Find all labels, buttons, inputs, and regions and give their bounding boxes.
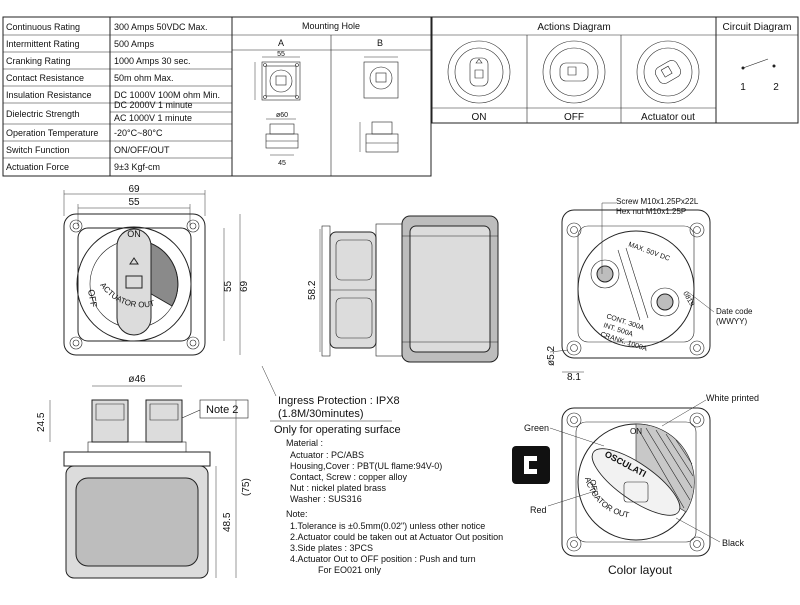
- color-layout-black-label: Black: [722, 538, 745, 548]
- color-layout: ON OFF OSCULATI ACTUATOR OUT Green Red W…: [512, 393, 759, 577]
- circuit-pin-1: 1: [740, 82, 746, 93]
- action-label-actuator-out: Actuator out: [641, 112, 695, 123]
- back-hex-label: Hex nut M10x1.25P: [616, 207, 686, 216]
- brand-logo: [512, 446, 550, 484]
- spec-value-6: -20°C~80°C: [114, 128, 163, 138]
- spec-label-1: Intermittent Rating: [6, 39, 80, 49]
- hole-a-dim-55: 55: [277, 51, 285, 58]
- back-view: MAX. 50V DC CONT. 300A INT. 500A CRANK. …: [546, 197, 753, 383]
- back-max-rating: MAX. 50V DC: [627, 241, 670, 262]
- spec-label-3: Contact Resistance: [6, 73, 84, 83]
- material-item-3: Nut : nickel plated brass: [290, 483, 387, 493]
- spec-value-8: 9±3 Kgf-cm: [114, 162, 160, 172]
- mounting-hole-col-b: B: [377, 38, 383, 48]
- front-dim-69v: 69: [239, 280, 250, 292]
- front-on-label: ON: [127, 229, 141, 239]
- spec-value-5: DC 2000V 1 minute: [114, 100, 193, 110]
- spec-value-3: 50m ohm Max.: [114, 73, 174, 83]
- front-off-label: OFF: [86, 289, 99, 309]
- mounting-hole-a-drawing: 55 ø60 45: [254, 51, 301, 167]
- hole-a-dim-45: 45: [278, 160, 286, 167]
- note-item-3: 4.Actuator Out to OFF position : Push an…: [290, 554, 476, 564]
- spec-label-5: Dielectric Strength: [6, 109, 80, 119]
- back-date-code-label: Date code: [716, 307, 753, 316]
- notes-title: Note:: [286, 509, 308, 519]
- material-item-4: Washer : SUS316: [290, 494, 362, 504]
- back-date-format-label: (WWYY): [716, 317, 747, 326]
- back-dim-8-1: 8.1: [567, 372, 581, 383]
- mounting-hole-title: Mounting Hole: [302, 21, 360, 31]
- ingress-line-2: (1.8M/30minutes): [278, 408, 364, 420]
- ingress-block: Ingress Protection : IPX8 (1.8M/30minute…: [261, 365, 401, 436]
- brand-logo-glyph: [524, 456, 537, 474]
- circuit-title: Circuit Diagram: [723, 22, 792, 33]
- side-view: 58.2: [307, 215, 499, 363]
- front-view: 69 55 ON OFF ACTUATOR OUT 55 69: [63, 184, 250, 356]
- spec-label-8: Actuation Force: [6, 162, 69, 172]
- color-layout-green-label: Green: [524, 423, 549, 433]
- back-date-number: 0819: [681, 291, 695, 308]
- spec-label-0: Continuous Rating: [6, 22, 80, 32]
- color-layout-title: Color layout: [608, 563, 673, 577]
- note-item-4: For EO021 only: [318, 565, 382, 575]
- material-item-2: Contact, Screw : copper alloy: [290, 472, 408, 482]
- mounting-hole-col-a: A: [278, 38, 284, 48]
- lower-dim-46: ø46: [128, 374, 146, 385]
- ingress-line-3: Only for operating surface: [274, 424, 401, 436]
- note-item-0: 1.Tolerance is ±0.5mm(0.02") unless othe…: [290, 521, 485, 531]
- back-screw-label: Screw M10x1.25Px22L: [616, 197, 699, 206]
- material-item-1: Housing,Cover : PBT(UL flame:94V-0): [290, 461, 442, 471]
- hole-a-dim-60: ø60: [276, 112, 288, 119]
- color-layout-red-label: Red: [530, 505, 547, 515]
- spec-value-7: ON/OFF/OUT: [114, 145, 170, 155]
- mounting-hole-b-drawing: [359, 56, 399, 153]
- side-dim-58-2: 58.2: [307, 280, 318, 300]
- lower-dim-24-5: 24.5: [36, 412, 47, 432]
- note-item-2: 3.Side plates : 3PCS: [290, 543, 373, 553]
- color-layout-off: OFF: [588, 479, 600, 496]
- material-item-0: Actuator : PC/ABS: [290, 450, 364, 460]
- circuit-pin-2: 2: [773, 82, 779, 93]
- lower-dim-48-5: 48.5: [222, 512, 233, 532]
- spec-label-7: Switch Function: [6, 145, 70, 155]
- back-dim-5-2: ø5.2: [546, 346, 557, 366]
- spec-value-0: 300 Amps 50VDC Max.: [114, 22, 208, 32]
- lower-view: ø46 Note 2 24.5 48.5 (75): [36, 374, 252, 579]
- lower-note-2: Note 2: [206, 404, 238, 416]
- ingress-line-1: Ingress Protection : IPX8: [278, 395, 400, 407]
- spec-value-4: DC 1000V 100M ohm Min.: [114, 90, 220, 100]
- spec-value-5b: AC 1000V 1 minute: [114, 113, 192, 123]
- spec-label-6: Operation Temperature: [6, 128, 98, 138]
- circuit-diagram: Circuit Diagram 1 2: [715, 16, 799, 124]
- lower-dim-75: (75): [241, 478, 252, 496]
- spec-table: Continuous Rating 300 Amps 50VDC Max. In…: [2, 16, 432, 177]
- color-layout-white-label: White printed: [706, 393, 759, 403]
- notes-block: Note: 1.Tolerance is ±0.5mm(0.02") unles…: [286, 509, 503, 575]
- spec-label-4: Insulation Resistance: [6, 90, 92, 100]
- actions-diagram: Actions Diagram ON OFF Actuator out: [431, 16, 717, 124]
- color-layout-on: ON: [630, 427, 642, 436]
- front-dim-55v: 55: [223, 280, 234, 292]
- action-label-on: ON: [472, 112, 487, 123]
- front-dim-55: 55: [128, 197, 140, 208]
- material-title: Material :: [286, 438, 323, 448]
- action-label-off: OFF: [564, 112, 584, 123]
- front-dim-69: 69: [128, 184, 140, 195]
- material-block: Material : Actuator : PC/ABS Housing,Cov…: [286, 438, 442, 504]
- spec-value-2: 1000 Amps 30 sec.: [114, 56, 191, 66]
- spec-value-1: 500 Amps: [114, 39, 155, 49]
- actions-title: Actions Diagram: [537, 22, 610, 33]
- note-item-1: 2.Actuator could be taken out at Actuato…: [290, 532, 503, 542]
- spec-label-2: Cranking Rating: [6, 56, 71, 66]
